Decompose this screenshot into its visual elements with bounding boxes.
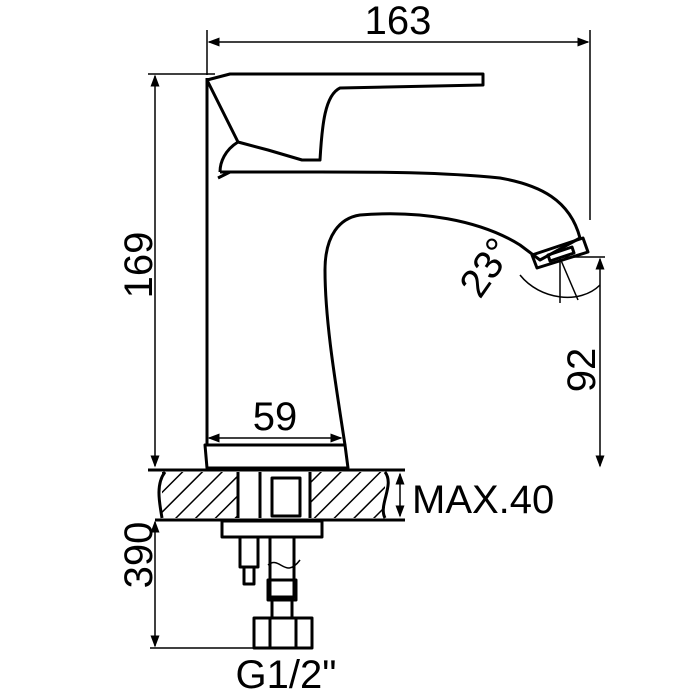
hose-length-label: 390 (117, 522, 161, 589)
angle-dimension: 23° (451, 230, 601, 305)
width-label: 163 (365, 0, 432, 43)
max-thickness-label: MAX.40 (412, 478, 554, 522)
spout-height-dimension: 92 (560, 256, 605, 468)
height-dimension: 169 (117, 73, 215, 468)
spout-height-label: 92 (560, 348, 604, 393)
height-label: 169 (117, 232, 161, 299)
hose-length-dimension: 390 (117, 520, 258, 649)
base-dimension: 59 (207, 395, 343, 443)
base-label: 59 (253, 395, 298, 439)
thread-label: G1/2" (236, 653, 337, 697)
hose-fitting: G1/2" (220, 519, 337, 697)
width-dimension: 163 (206, 0, 591, 220)
faucet-body (203, 72, 590, 470)
countertop-section: MAX.40 (148, 468, 554, 522)
